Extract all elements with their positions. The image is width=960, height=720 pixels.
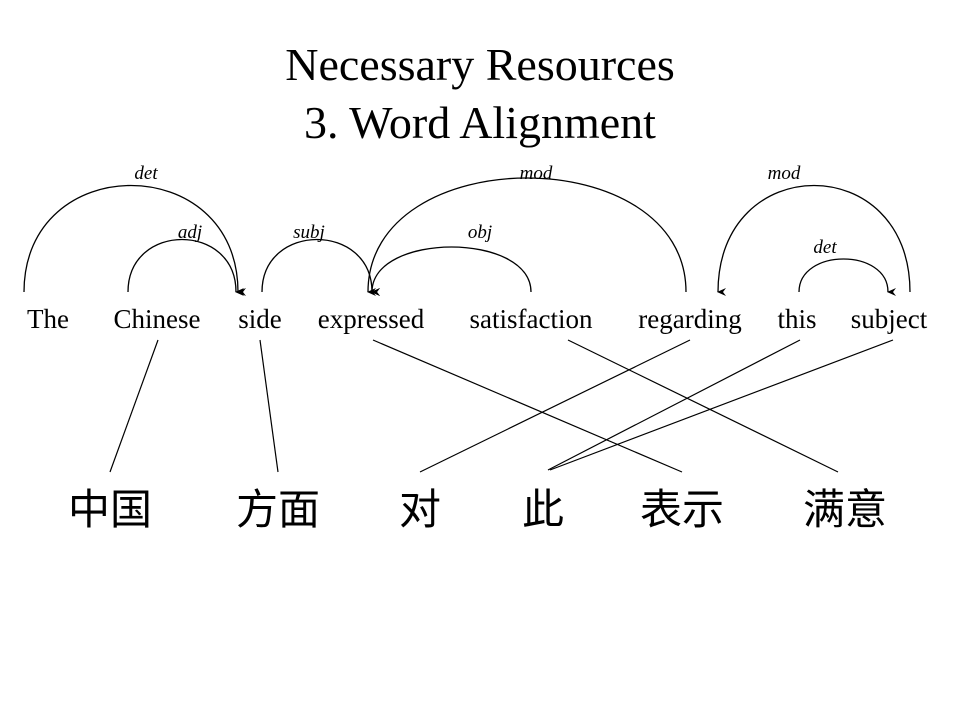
dependency-label: mod [520,163,553,184]
dependency-arc [371,246,532,297]
chinese-word: 方面 [236,485,320,534]
english-word: Chinese [114,304,201,334]
dependency-label: mod [768,163,801,184]
alignment-line [372,339,683,473]
chinese-word: 满意 [803,485,887,534]
alignment-line [547,339,801,471]
dependency-arc [23,185,247,296]
english-word: satisfaction [470,304,593,334]
slide-title: Necessary Resources [285,39,675,90]
alignment-line [549,339,894,471]
english-word: regarding [638,304,741,334]
english-word: The [27,304,69,334]
dependency-arc [127,238,245,296]
dependency-label: adj [178,222,202,243]
dependency-arc [261,238,381,296]
slide-subtitle: 3. Word Alignment [304,97,656,148]
alignment-line [109,339,159,473]
dependency-arc [798,258,897,296]
chinese-word: 中国 [68,485,152,534]
dependency-label: det [813,237,837,258]
english-word: subject [851,304,928,334]
dependency-label: det [134,163,158,184]
english-word: side [238,304,282,334]
dependency-label: subj [293,222,325,243]
chinese-word: 表示 [640,485,724,534]
alignment-line [419,339,691,473]
alignment-line [259,339,279,473]
english-word: this [777,304,816,334]
chinese-word: 此 [522,485,564,534]
chinese-word: 对 [399,485,441,534]
dependency-arc [367,177,687,297]
dependency-label: obj [468,222,492,243]
english-word: expressed [318,304,425,334]
alignment-line [567,339,839,473]
dependency-arc [717,184,911,297]
